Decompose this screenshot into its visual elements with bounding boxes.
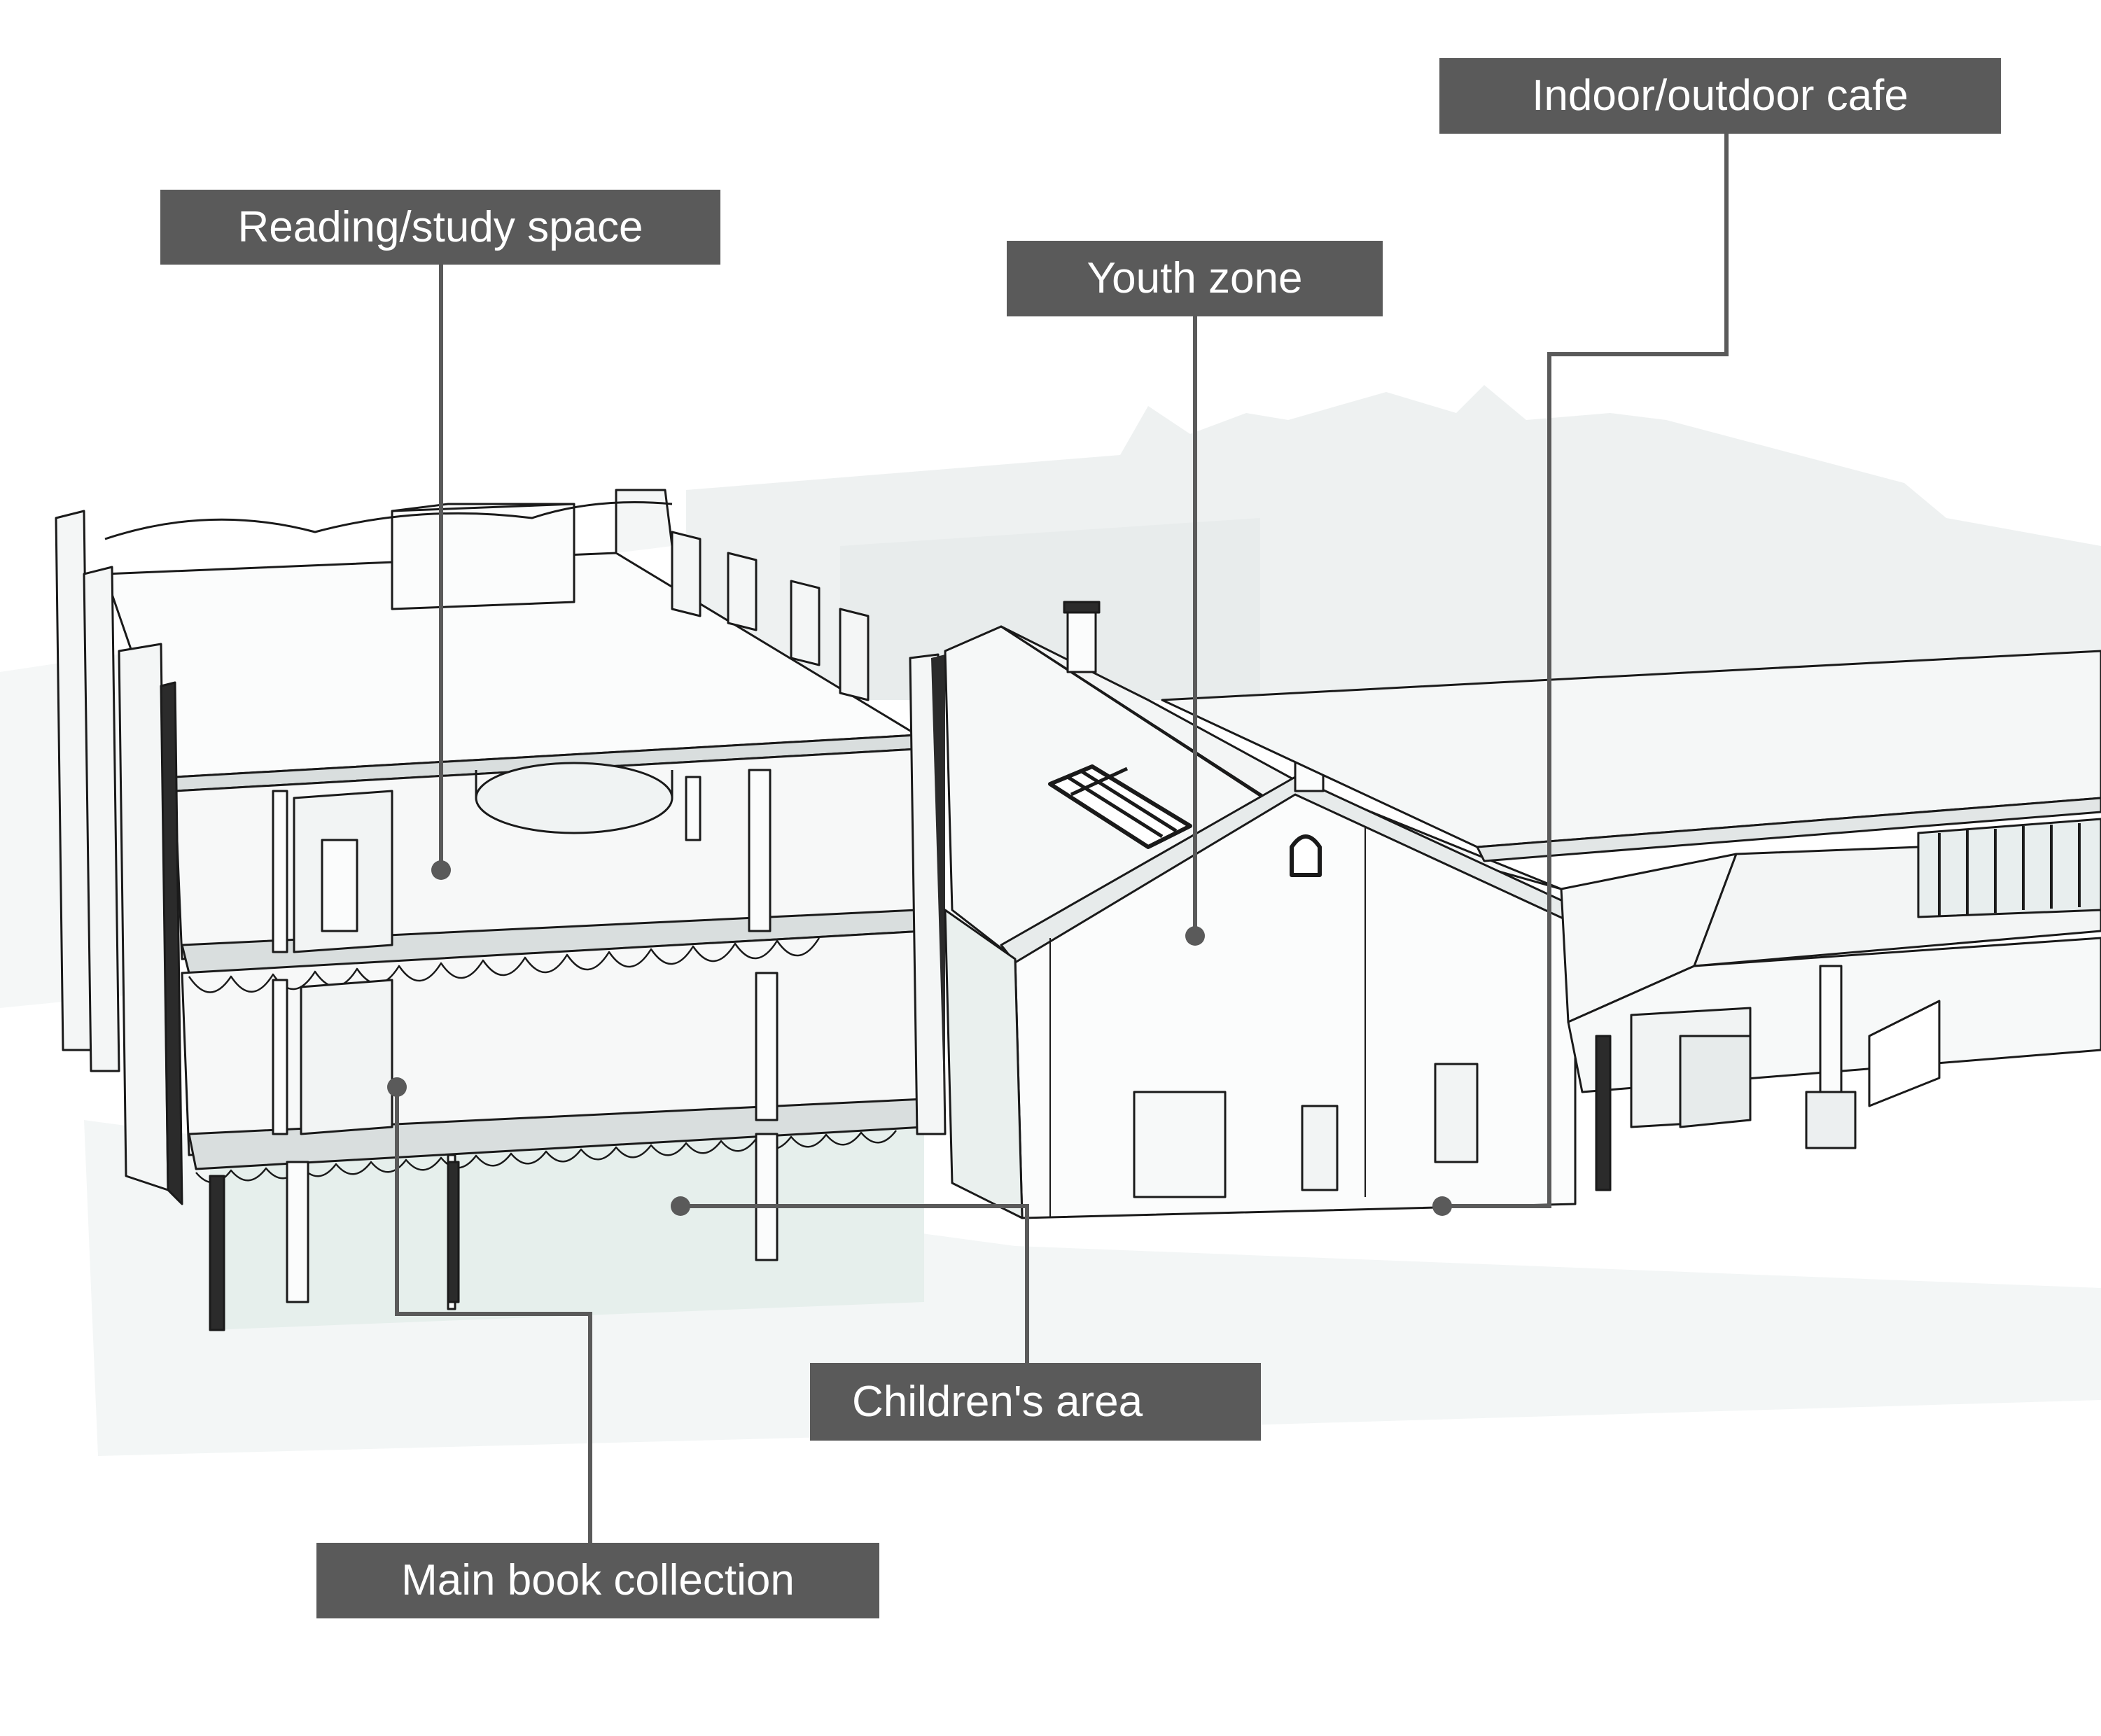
leader-lines [395,134,1729,1546]
dot-reading-study [431,860,451,880]
dot-main-collection [387,1077,407,1097]
label-childrens-area: Children's area [810,1363,1261,1441]
leader-main-collection [395,1087,592,1546]
label-youth-zone: Youth zone [1007,241,1383,316]
label-indoor-outdoor-cafe: Indoor/outdoor cafe [1439,58,2001,134]
leader-cafe [1442,134,1729,1208]
gabled-youth-building [944,601,1584,1219]
cafe-wing [1161,650,2101,1191]
dot-cafe [1432,1196,1452,1216]
leader-dots [387,860,1452,1216]
dot-childrens-area [671,1196,690,1216]
leader-childrens-area [680,1204,1029,1366]
label-main-book-collection: Main book collection [316,1543,879,1618]
dot-youth-zone [1185,926,1205,946]
cutaway-library-block [55,489,947,1331]
label-reading-study-space: Reading/study space [160,190,720,265]
